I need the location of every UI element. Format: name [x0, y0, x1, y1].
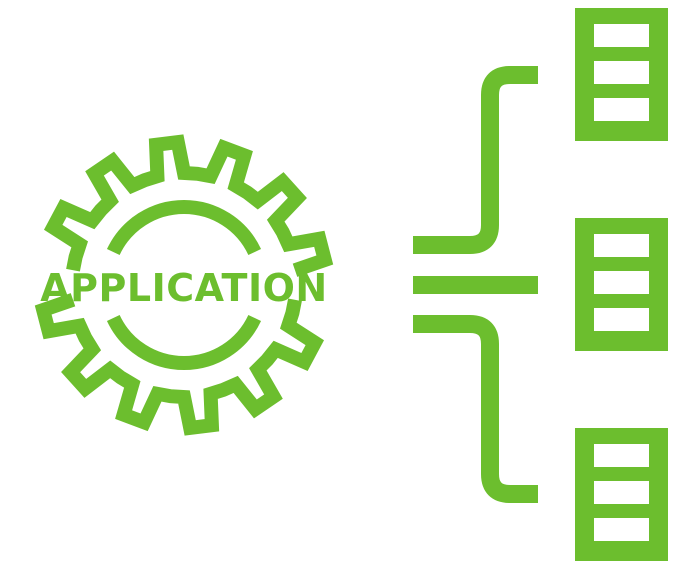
server-rack-slot: [594, 24, 649, 47]
gear-teeth-bottom: [34, 293, 325, 436]
server-rack-slot: [594, 444, 649, 467]
server-rack-slot: [594, 518, 649, 541]
gear-label: APPLICATION: [40, 266, 327, 310]
gear-lower-arc: [34, 293, 325, 436]
server-rack-icon: [575, 218, 668, 351]
server-rack-slot: [594, 481, 649, 504]
gear-inner-arc-top: [106, 200, 262, 256]
gear-teeth-top: [43, 134, 334, 277]
gear-icon: APPLICATION: [34, 134, 334, 436]
server-rack-group: [575, 8, 668, 561]
server-rack-slot: [594, 234, 649, 257]
connector-branch-top: [413, 66, 538, 254]
server-rack-icon: [575, 8, 668, 141]
server-rack-slot: [594, 308, 649, 331]
gear-upper-arc: [43, 134, 334, 277]
bracket-connector-icon: [413, 66, 538, 503]
gear-inner-arc-bottom: [106, 314, 262, 370]
connector-branch-bottom: [413, 315, 538, 503]
server-rack-slot: [594, 271, 649, 294]
server-rack-slot: [594, 98, 649, 121]
server-rack-slot: [594, 61, 649, 84]
server-rack-icon: [575, 428, 668, 561]
